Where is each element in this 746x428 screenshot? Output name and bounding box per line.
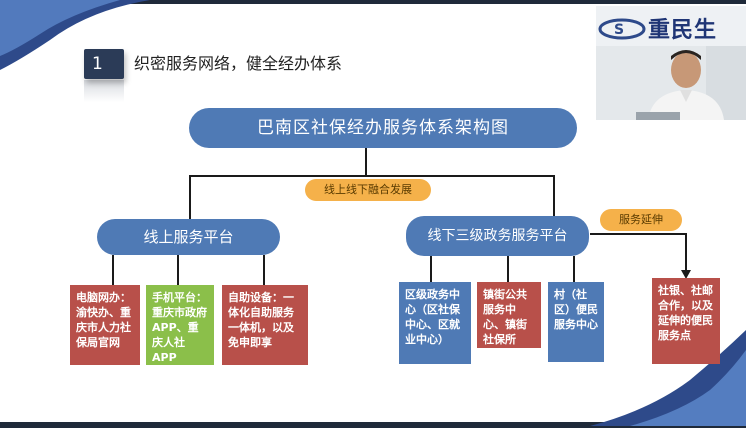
online-platform-node: 线上服务平台 [97,219,280,255]
online-box-mobile: 手机平台：重庆市政府APP、重庆人社APP [146,285,214,365]
logo-text: 重民生 [648,18,718,43]
connector-online-1 [112,255,114,285]
top-bar [0,0,746,4]
connector-main-vertical [365,148,367,176]
online-box-pc: 电脑网办：渝快办、重庆市人力社保局官网 [70,285,140,365]
diagram-main-title: 巴南区社保经办服务体系架构图 [189,108,577,148]
connector-online-2 [177,255,179,285]
media-logo: S [596,6,746,46]
bottom-bar [0,422,746,428]
connector-right-drop [553,175,555,221]
corner-decoration-top-left [0,0,150,70]
connector-offline-3 [573,256,575,282]
presenter-image [596,46,746,120]
presenter-video-overlay: S 重民生 [596,6,746,120]
connector-main-horizontal [189,175,555,177]
section-number-shadow [84,80,124,102]
connector-left-drop [189,175,191,219]
offline-box-village: 村（社区）便民服务中心 [548,282,604,362]
extension-box: 社银、社邮合作，以及延伸的便民服务点 [652,278,720,364]
extension-arrow [590,233,691,279]
connector-online-3 [263,255,265,285]
connector-offline-2 [507,256,509,282]
section-number: 1 [84,49,124,79]
connector-offline-1 [430,256,432,282]
online-box-selfservice: 自助设备：一体化自助服务一体机，以及免申即享 [222,285,308,365]
corner-decoration-bottom-right [590,330,746,426]
integration-pill: 线上线下融合发展 [305,179,431,201]
offline-platform-node: 线下三级政务服务平台 [406,216,589,256]
offline-box-town: 镇街公共服务中心、镇街社保所 [477,282,541,348]
svg-text:S: S [614,22,624,38]
section-title: 织密服务网络，健全经办体系 [134,54,343,73]
extension-pill: 服务延伸 [600,209,682,231]
offline-box-district: 区级政务中心（区社保中心、区就业中心） [399,282,471,364]
